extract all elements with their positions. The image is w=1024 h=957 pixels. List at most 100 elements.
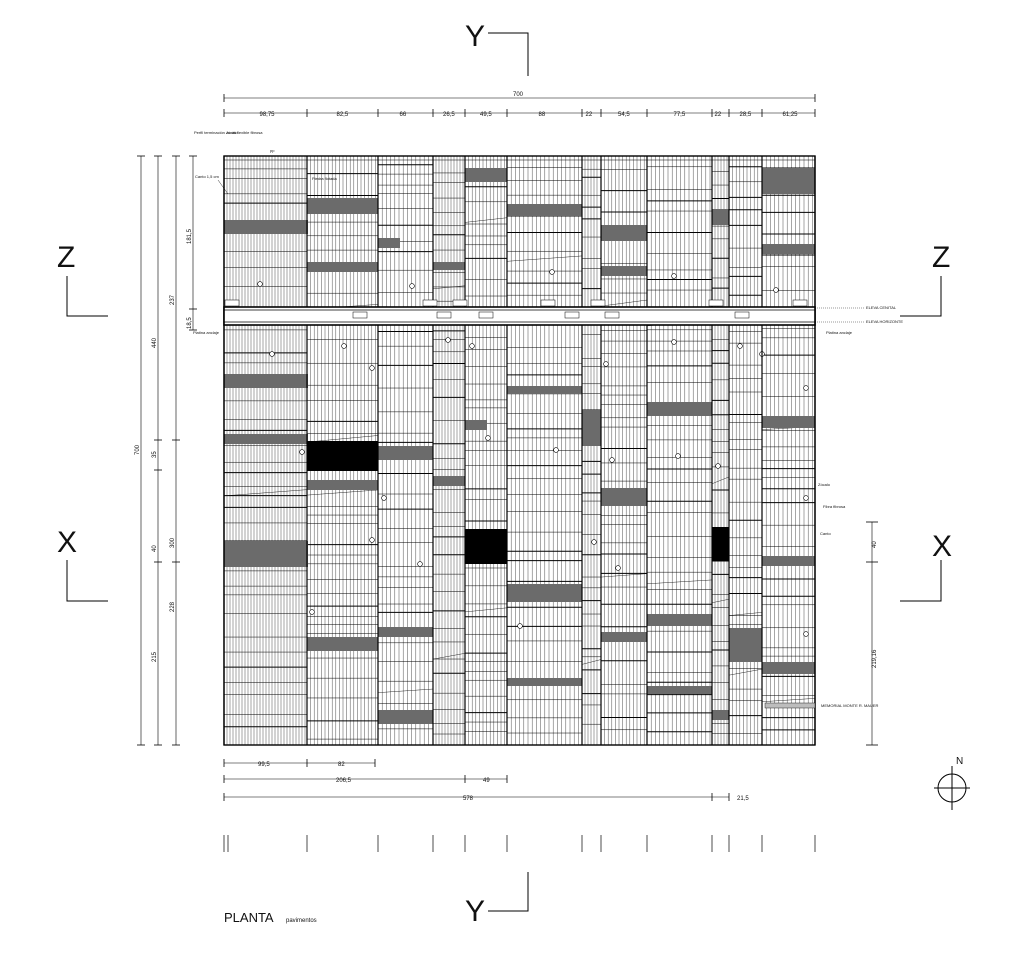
dim-left-300: 300: [170, 537, 176, 548]
diagonal-joint: [711, 476, 730, 484]
anchor-point: [445, 337, 451, 343]
dim-left-181-5: 181,5: [187, 228, 193, 244]
diagonal-joint: [581, 659, 602, 665]
shaded-panels: [224, 168, 815, 724]
anchor-point: [803, 631, 809, 637]
dark-panel: [307, 441, 378, 471]
dim-left-440: 440: [152, 337, 158, 348]
anchor-point: [773, 287, 779, 293]
beam-tag: [422, 299, 438, 307]
section-marker-y-bottom: Y: [465, 872, 529, 928]
shaded-panel: [378, 627, 433, 637]
note-fibra: Fibra fibrosa: [823, 504, 846, 509]
beam-tag: [452, 299, 468, 307]
dim-top-part: 61,25: [783, 112, 799, 118]
anchor-point: [803, 385, 809, 391]
shaded-panel: [507, 584, 582, 602]
beam-tag: [564, 311, 580, 319]
dim-left-228: 228: [170, 601, 176, 612]
anchor-point: [671, 273, 677, 279]
shaded-panel: [433, 262, 465, 270]
shaded-panel: [378, 238, 400, 248]
shaded-panel: [729, 628, 762, 662]
note-platina-right: Platina anclaje: [826, 330, 853, 335]
note-pp: pp: [270, 148, 275, 153]
shaded-panel: [224, 434, 308, 444]
shaded-panel: [378, 446, 433, 460]
anchor-point: [549, 269, 555, 275]
dim-bottom-99-5: 99,5: [258, 762, 270, 768]
anchor-point: [341, 343, 347, 349]
note-zocalo: Zócalo: [818, 482, 831, 487]
shaded-panel: [224, 541, 308, 567]
anchor-point: [269, 351, 275, 357]
bottom-dimensions: 99,5 82 206,5 49 578 21,5: [223, 759, 816, 852]
diagonal-joint: [646, 579, 713, 585]
diagonal-joint: [432, 653, 466, 660]
shaded-panel: [762, 662, 815, 674]
section-marker-z-left: Z: [57, 241, 108, 317]
plan-area: [223, 155, 816, 746]
anchor-point: [309, 609, 315, 615]
drawing-title: PLANTA pavimentos: [224, 910, 317, 925]
diagonal-joint: [728, 612, 763, 616]
dim-bottom-82: 82: [338, 762, 345, 768]
anchor-point: [603, 361, 609, 367]
dim-left-35: 35: [152, 451, 158, 458]
anchor-point: [409, 283, 415, 289]
anchor-point: [369, 537, 375, 543]
section-x-right-label: X: [932, 530, 952, 563]
diagonal-joint: [223, 489, 308, 497]
dim-top-part: 98,75: [260, 112, 276, 118]
beam-tag: [478, 311, 494, 319]
anchor-point: [299, 449, 305, 455]
diagonal-joint: [432, 285, 466, 289]
anchor-point: [615, 565, 621, 571]
dark-panel: [465, 529, 507, 564]
shaded-panel: [224, 374, 308, 388]
anchor-point: [609, 457, 615, 463]
beam-tag: [604, 311, 620, 319]
plank-joints: [223, 164, 816, 740]
dim-top-part: 82,5: [337, 112, 349, 118]
note-canto: Canto 1,5 cm: [195, 174, 219, 179]
dim-top-part: 28,5: [740, 112, 752, 118]
anchor-point: [671, 339, 677, 345]
dim-left-40: 40: [152, 545, 158, 552]
shaded-panel: [647, 686, 712, 694]
beam-tag: [708, 299, 724, 307]
north-arrow: N: [934, 756, 970, 810]
section-marker-x-left: X: [57, 526, 108, 602]
beam-tag: [352, 311, 368, 319]
anchor-point: [591, 539, 597, 545]
beam-tag: [734, 311, 750, 319]
shaded-panel: [601, 225, 647, 241]
central-beam: [223, 299, 816, 326]
anchor-point: [675, 453, 681, 459]
note-eleva-horizonte: ELEVA HORIZONTE: [866, 319, 903, 324]
anchor-point: [417, 561, 423, 567]
shaded-panel: [762, 168, 815, 194]
shaded-panel: [307, 198, 378, 214]
section-x-left-label: X: [57, 526, 77, 559]
section-z-left-label: Z: [57, 241, 75, 274]
shaded-panel: [307, 637, 378, 651]
shaded-panel: [465, 420, 487, 430]
subtitle-text: pavimentos: [286, 918, 317, 924]
note-eleva-cenital: ELEVA CENITAL: [866, 305, 897, 310]
note-memorial: MEMORIAL MONTE R. MAUER: [821, 703, 879, 708]
dim-left-total: 700: [135, 444, 141, 455]
dim-left-237: 237: [170, 294, 176, 305]
dim-top-part: 88: [539, 112, 546, 118]
beam-tag: [224, 299, 240, 307]
dim-bottom-578: 578: [463, 796, 474, 802]
shaded-panel: [762, 416, 815, 428]
diagonal-joint: [600, 573, 648, 578]
shaded-panel: [433, 476, 465, 486]
dark-panel: [712, 527, 729, 561]
anchor-point: [715, 463, 721, 469]
anchor-point: [803, 495, 809, 501]
shaded-panel: [224, 220, 308, 234]
dim-top-part: 26,5: [443, 112, 455, 118]
